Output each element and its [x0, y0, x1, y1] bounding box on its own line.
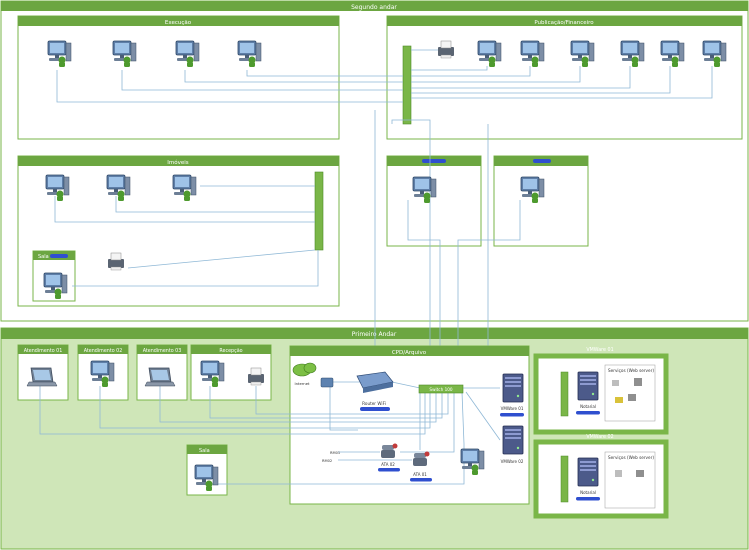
service-icon	[615, 470, 622, 477]
floor-top-header	[1, 1, 748, 11]
room-sala-top-title: Sala	[38, 254, 49, 260]
room-small-b	[493, 155, 589, 247]
room-publicacao	[386, 15, 743, 140]
switch-publicacao	[402, 45, 412, 125]
svg-text:VMWare 02: VMWare 02	[586, 434, 613, 440]
server-icon	[577, 371, 599, 401]
room-imobi-title: Imóveis	[167, 159, 189, 166]
modem-icon	[320, 377, 334, 388]
router-icon	[356, 371, 394, 393]
svg-text:RM02: RM02	[322, 459, 332, 463]
floor-top-title: Segundo andar	[351, 4, 397, 11]
svg-text:Sala: Sala	[199, 448, 210, 454]
svg-text:Serviços (Web server): Serviços (Web server)	[608, 368, 654, 373]
svg-text:Atendimento 02: Atendimento 02	[84, 348, 123, 354]
internet-cloud-icon	[292, 362, 317, 377]
service-icon	[628, 394, 636, 401]
svg-text:VMWare 01: VMWare 01	[501, 406, 524, 411]
server-icon	[502, 425, 524, 455]
redacted-label	[422, 159, 446, 163]
svg-text:VMWare 01: VMWare 01	[586, 347, 613, 353]
services-panel	[604, 451, 656, 509]
svg-text:Notarial: Notarial	[580, 490, 596, 495]
room-publicacao-title: Publicação/Financeiro	[534, 20, 594, 26]
services-panel	[604, 364, 656, 422]
virtual-switch	[560, 455, 569, 503]
room-execucao-title: Execução	[165, 20, 192, 26]
service-icon	[612, 380, 619, 386]
svg-text:CPD/Arquivo: CPD/Arquivo	[392, 350, 427, 356]
svg-text:VMWare 02: VMWare 02	[501, 459, 524, 464]
svg-text:Internet: Internet	[294, 381, 310, 386]
svg-text:Atendimento 03: Atendimento 03	[143, 348, 182, 354]
redacted-label	[533, 159, 551, 163]
svg-text:Atendimento 01: Atendimento 01	[24, 348, 63, 354]
room-small-a	[386, 155, 482, 247]
wires-bottom	[39, 381, 501, 485]
room-cpd	[289, 345, 530, 505]
svg-text:Serviços (Web server): Serviços (Web server)	[608, 455, 654, 460]
service-icon	[636, 470, 644, 477]
room-execucao	[17, 15, 340, 140]
service-icon	[634, 378, 642, 386]
svg-text:Router WiFi: Router WiFi	[362, 401, 386, 406]
svg-text:Recepção: Recepção	[219, 348, 242, 354]
floor-bottom-header	[1, 328, 748, 339]
server-icon	[502, 373, 524, 403]
svg-text:ATA 02: ATA 02	[381, 462, 395, 467]
switch-imobi	[314, 171, 324, 251]
service-icon	[615, 397, 623, 403]
svg-text:Notarial: Notarial	[580, 404, 596, 409]
svg-text:ATA 01: ATA 01	[413, 472, 427, 477]
main-switch	[418, 384, 464, 394]
svg-text:Switch 100: Switch 100	[429, 387, 453, 392]
server-icon	[577, 457, 599, 487]
svg-text:RM01: RM01	[330, 451, 340, 455]
floor-bottom-title: Primeiro Andar	[352, 331, 397, 338]
virtual-switch	[560, 371, 569, 417]
